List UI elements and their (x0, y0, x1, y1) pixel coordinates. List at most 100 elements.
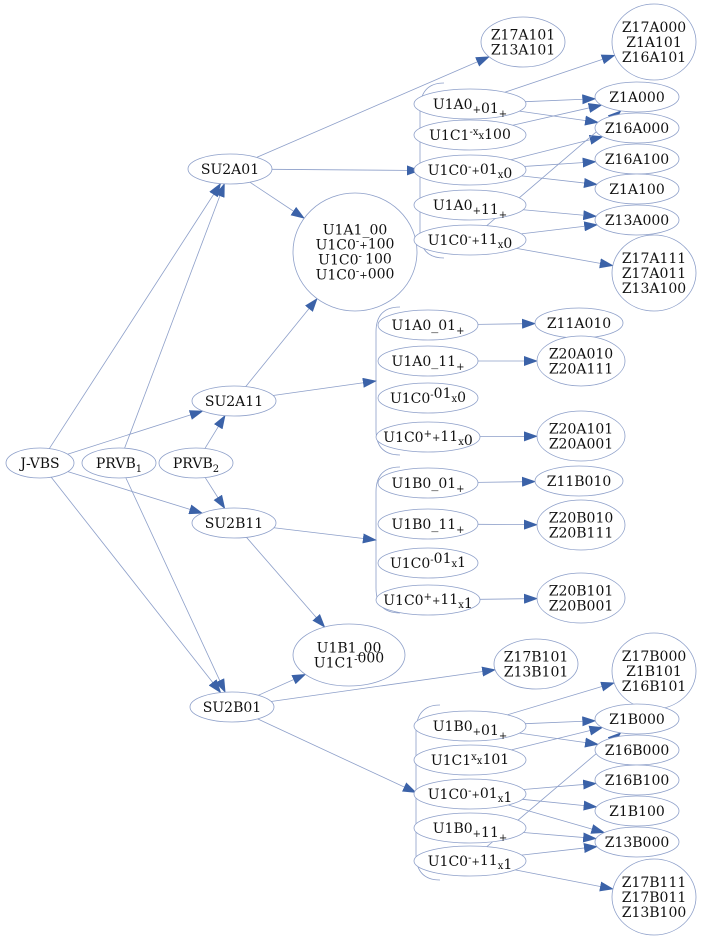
node-u1c0pp11x0-shape (375, 421, 481, 453)
node-u1b0m11p-label-0: U1B0_11+ (391, 517, 464, 536)
node-su2a01-shape (187, 153, 273, 185)
node-z11b010: Z11B010 (534, 465, 624, 497)
edge-u1c0pm01x0-to-z1a100 (521, 175, 598, 188)
node-u1c0pm01x1: U1C0-+01x1 (413, 778, 527, 810)
edge-u1c0pm01x1-to-z16b100 (523, 779, 598, 790)
edge-prvb2-to-su2b11 (204, 477, 226, 510)
node-z17b000grp-label-2: Z16B101 (622, 679, 687, 695)
node-z20b010grp-label-0: Z20B010 (549, 511, 614, 527)
node-z16b000-label-0: Z16B000 (605, 743, 670, 759)
node-z20a101grp-label-1: Z20A001 (549, 437, 613, 453)
edge-u1a0p01p-to-z17a000grp (504, 54, 616, 93)
node-z1a000: Z1A000 (594, 81, 680, 113)
node-z13a000-shape (594, 204, 680, 236)
edge-su2a01-to-u1a1grp (249, 181, 305, 219)
node-u1c1xx101-shape (413, 744, 527, 776)
node-u1a1grp-label-0: U1A1_00 (323, 223, 388, 239)
node-prvb2: PRVB2 (158, 447, 234, 479)
node-u1c0pm11x1-shape (413, 845, 527, 877)
node-u1c0mm01x0: U1C0-01x0 (377, 382, 479, 414)
edge-su2a11-to-u1a1grp (245, 297, 318, 387)
node-u1c0pm11x0: U1C0-+11x0 (413, 224, 527, 256)
node-z17b000grp-label-0: Z17B000 (622, 649, 687, 665)
node-u1c0pm01x0-shape (413, 154, 527, 186)
node-u1a1grp-shape (292, 192, 418, 312)
node-su2b01-shape (189, 691, 275, 723)
node-u1a0p11p-label-0: U1A0+11+ (433, 198, 507, 221)
edge-u1b0p11p-to-z13b000 (523, 832, 598, 843)
node-su2a11: SU2A11 (191, 385, 277, 417)
node-z1a000-label-0: Z1A000 (609, 90, 664, 106)
node-z20a010grp-label-1: Z20A111 (549, 362, 613, 378)
node-u1b0p11p-shape (413, 812, 527, 844)
node-z20b010grp-label-1: Z20B111 (549, 526, 614, 542)
edge-su2b11-to-u1b1grp (246, 537, 326, 628)
node-z13a000-label-0: Z13A000 (605, 213, 669, 229)
node-u1c0pm11x0-shape (413, 224, 527, 256)
node-z16a000: Z16A000 (594, 112, 680, 144)
node-u1c0pp11x1-label-0: U1C0++11x1 (383, 592, 473, 612)
node-z17b111grp-shape (611, 858, 697, 936)
node-u1c0mm01x1-label-0: U1C0-01x1 (390, 551, 466, 572)
node-z17a101grp-label-0: Z17A101 (491, 28, 555, 44)
node-u1c0pm01x1-label-0: U1C0-+01x1 (428, 786, 513, 806)
node-u1b0p11p-label-0: U1B0+11+ (433, 821, 508, 844)
edge-u1c0pp11x1-to-z20b101grp (479, 593, 539, 604)
edge-su2b01-to-u1b1grp (258, 674, 307, 696)
node-u1c1mx100: U1C1-xx100 (413, 119, 527, 151)
node-u1c1xx101: U1C1xx101 (413, 744, 527, 776)
node-z11a010-label-0: Z11A010 (547, 316, 611, 332)
edge-jvbs-to-su2a11 (67, 410, 204, 455)
node-z20a010grp-shape (536, 335, 626, 387)
node-z13b000-label-0: Z13B000 (605, 835, 670, 851)
node-u1a1grp-label-1: U1C0-+100 (316, 237, 395, 254)
node-prvb2-shape (158, 447, 234, 479)
node-u1c0mm01x1: U1C0-01x1 (377, 547, 479, 579)
node-u1c0pm11x0-label-0: U1C0-+11x0 (428, 232, 513, 252)
node-u1c0pm01x1-shape (413, 778, 527, 810)
edge-u1c0pm11x1-to-z17b111grp (515, 869, 614, 892)
node-z20a010grp-label-0: Z20A010 (549, 347, 613, 363)
node-z1b000-shape (594, 703, 680, 735)
edge-u1c0pm01x1-to-z13b000 (508, 804, 606, 834)
node-u1c0pp11x1-shape (375, 584, 481, 616)
node-u1b1grp-shape (292, 623, 406, 687)
node-z17a111grp-label-1: Z17A011 (622, 266, 686, 282)
node-su2a01-label-0: SU2A01 (201, 162, 259, 178)
node-u1c0pp11x0-label-0: U1C0++11x0 (383, 429, 473, 449)
node-z1a100: Z1A100 (594, 173, 680, 205)
node-u1c1xx101-label-0: U1C1xx101 (431, 752, 509, 769)
edge-su2a01-to-z17a101grp (256, 56, 490, 158)
node-z13b000-shape (594, 826, 680, 858)
node-u1a1grp-label-2: U1C0- 100 (318, 252, 392, 269)
node-z1a100-shape (594, 173, 680, 205)
node-z20b101grp-label-0: Z20B101 (549, 584, 614, 600)
edge-jvbs-to-su2b11 (67, 471, 204, 515)
edge-u1b0m01p-to-z11b010 (477, 476, 537, 487)
node-su2b11: SU2B11 (191, 507, 277, 539)
node-z17a000grp-label-2: Z16A101 (622, 50, 686, 66)
node-u1b0m11p: U1B0_11+ (377, 508, 479, 540)
node-u1b0m01p-label-0: U1B0_01+ (391, 476, 464, 495)
edge-u1a0p01p-to-z1a000 (525, 94, 597, 105)
node-z11a010: Z11A010 (534, 307, 624, 339)
node-u1a0m11p-label-0: U1A0_11+ (392, 354, 465, 373)
node-z16a000-label-0: Z16A000 (605, 121, 669, 137)
edge-u1c0pm11x1-to-z13b000 (521, 843, 598, 856)
node-z17b111grp-label-0: Z17B111 (622, 875, 687, 891)
edge-u1a0p01p-to-z16a000 (519, 110, 600, 126)
node-z17b000grp-label-1: Z1B101 (626, 664, 682, 680)
node-su2b01-label-0: SU2B01 (203, 700, 261, 716)
node-prvb1-shape (81, 447, 157, 479)
node-u1a0p11p: U1A0+11+ (413, 189, 527, 221)
node-z11b010-label-0: Z11B010 (547, 474, 612, 490)
node-z1b100: Z1B100 (594, 795, 680, 827)
node-u1a0m01p: U1A0_01+ (377, 309, 479, 341)
